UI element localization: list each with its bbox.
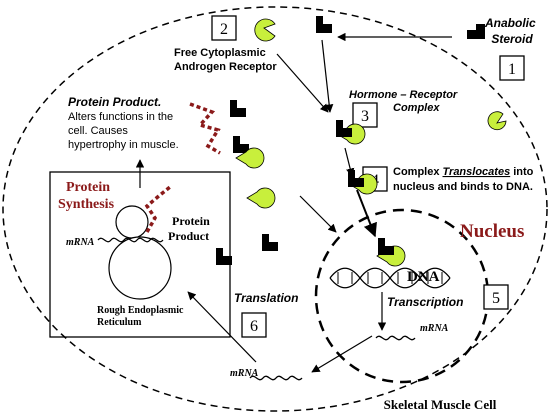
arrow-steroid-down — [321, 39, 334, 113]
receptor-icon — [254, 18, 276, 42]
cell-label: Skeletal Muscle Cell — [384, 397, 497, 412]
nucleus-label: Nucleus — [460, 221, 524, 242]
complex-step-3 — [336, 120, 366, 145]
step-box-5: 5 — [483, 284, 509, 310]
ribosome-small-subunit — [115, 205, 149, 239]
translation-mrna-label: mRNA — [230, 368, 259, 379]
protein-product-description: Alters functions in the cell. Causes hyp… — [68, 111, 179, 151]
free-receptor-label: Free Cytoplasmic Androgen Receptor — [174, 47, 277, 73]
mrna-strand-ribosome — [97, 237, 164, 243]
complex-step-4 — [348, 170, 378, 195]
ribosome-large-subunit — [108, 236, 172, 300]
pathway-arrows — [135, 32, 452, 373]
steroid-icon — [216, 248, 232, 265]
step-box-3: 3 — [352, 102, 378, 128]
steroid-icon — [262, 234, 278, 251]
arrow-cytoplasm-to-nucleus — [299, 195, 337, 233]
complex-bound-dna — [376, 238, 406, 267]
receptor-icon — [487, 111, 507, 131]
steroid-icon — [233, 136, 249, 153]
receptor-icon — [235, 147, 265, 169]
translocate-label: Complex Translocates into nucleus and bi… — [393, 166, 536, 193]
steroid-icon — [316, 16, 332, 33]
anabolic-steroid-label: Anabolic Steroid — [484, 16, 539, 46]
svg-text:2: 2 — [220, 21, 228, 38]
synthesis-mrna-label: mRNA — [66, 237, 95, 248]
svg-text:5: 5 — [492, 290, 500, 307]
svg-text:1: 1 — [508, 61, 516, 78]
translation-label: Translation — [234, 291, 298, 305]
protein-product-box-label: Protein Product — [168, 214, 213, 243]
step-box-2: 2 — [211, 15, 237, 41]
cell-membrane — [2, 6, 548, 412]
protein-chain-inside — [144, 185, 172, 233]
transcription-label: Transcription — [387, 295, 463, 309]
free-receptors — [235, 18, 507, 209]
arrow-receptor-down — [276, 53, 329, 113]
protein-product-title: Protein Product. — [68, 95, 161, 109]
protein-chain-product — [189, 102, 221, 155]
dna-double-helix — [329, 267, 451, 289]
steroid-icon — [230, 100, 246, 117]
nucleus-mrna-label: mRNA — [420, 323, 449, 334]
step-box-1: 1 — [499, 55, 525, 81]
complex-label: Hormone – Receptor Complex — [349, 89, 460, 114]
arrow-translation — [187, 291, 257, 363]
receptor-icon — [246, 187, 276, 209]
svg-text:3: 3 — [361, 108, 369, 125]
mrna-cytoplasm — [249, 375, 303, 381]
steroid-molecules — [216, 16, 485, 265]
svg-text:6: 6 — [250, 318, 258, 335]
step-box-6: 6 — [241, 312, 267, 338]
rough-er-label: Rough Endoplasmic Reticulum — [97, 305, 186, 328]
arrow-mrna-exits-nucleus — [311, 335, 373, 373]
steroid-icon — [467, 24, 485, 39]
protein-synthesis-title: Protein Synthesis — [58, 180, 115, 212]
mrna-nucleus — [375, 335, 416, 341]
arrow-complex-to-nucleus — [356, 189, 377, 238]
